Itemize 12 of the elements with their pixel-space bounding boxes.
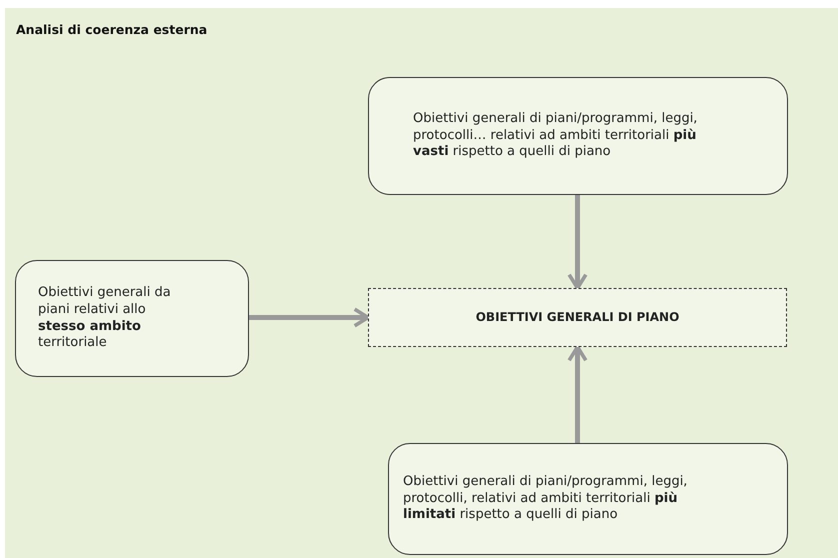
diagram-title: Analisi di coerenza esterna (16, 22, 208, 37)
source-box (15, 260, 249, 377)
arrow (567, 345, 588, 443)
arrow (567, 195, 588, 290)
node-text: OBIETTIVI GENERALI DI PIANO (476, 310, 680, 326)
source-box (388, 443, 788, 555)
source-box (368, 77, 788, 195)
node-text: Obiettivi generali da piani relativi allo stesso ambito territoriale (38, 284, 172, 352)
goal-box (368, 288, 787, 347)
arrow (249, 307, 370, 328)
node-text: Obiettivi generali di piani/programmi, leggi, protocolli, relativi ad ambiti territoriali più limitati rispetto a quelli di piano (403, 474, 688, 524)
node-text: Obiettivi generali di piani/programmi, leggi, protocolli… relativi ad ambiti territoriali più vasti rispetto a quelli di piano (413, 110, 698, 162)
